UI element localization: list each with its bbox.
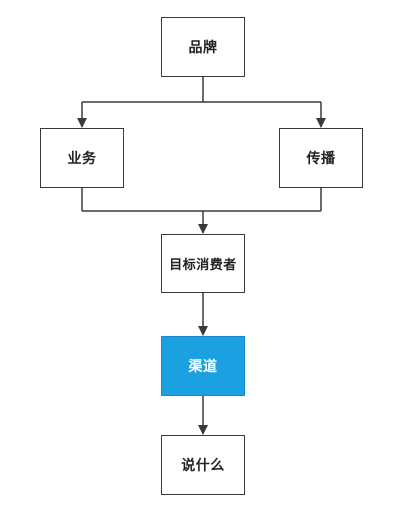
node-message: 说什么 [161,435,245,495]
node-channel: 渠道 [161,336,245,396]
node-brand-label: 品牌 [188,40,218,56]
node-business: 业务 [40,128,124,188]
node-channel-label: 渠道 [188,359,218,375]
node-brand: 品牌 [161,17,245,77]
node-target-consumer: 目标消费者 [161,234,245,293]
node-message-label: 说什么 [181,458,225,474]
node-business-label: 业务 [67,151,97,167]
node-spread-label: 传播 [306,151,336,167]
node-target-consumer-label: 目标消费者 [169,258,237,273]
node-spread: 传播 [279,128,363,188]
